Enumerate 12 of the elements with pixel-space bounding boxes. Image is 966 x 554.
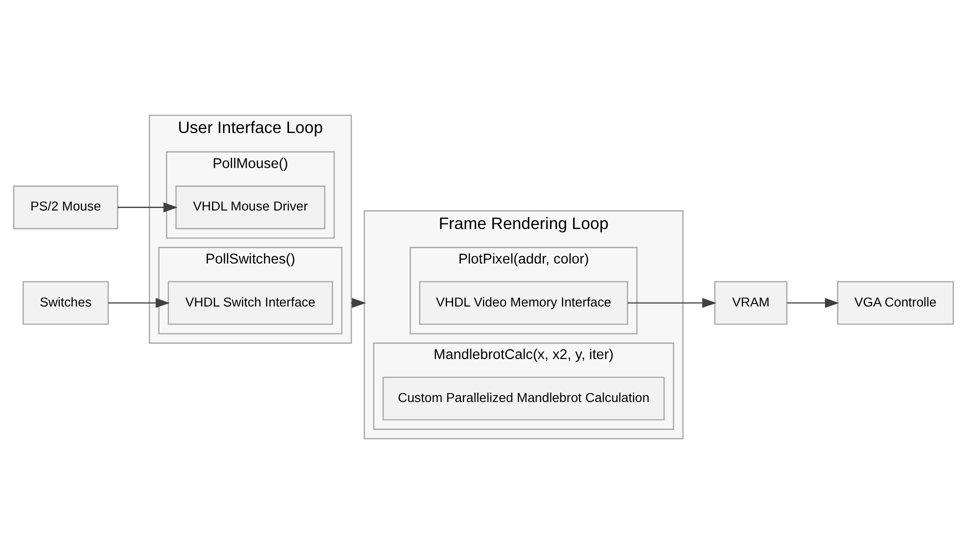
node-box: VHDL Mouse Driver <box>174 186 325 230</box>
node-box: VRAM <box>714 281 787 325</box>
node-box: PS/2 Mouse <box>12 186 118 230</box>
node-box: Custom Parallelized Mandlebrot Calculation <box>382 376 664 420</box>
arrow <box>108 298 170 308</box>
node-box: VGA Controlle <box>836 281 954 325</box>
arrow <box>117 202 178 212</box>
arrow <box>627 298 716 308</box>
node-box: Switches <box>22 281 108 325</box>
node-box: VHDL Switch Interface <box>167 281 332 325</box>
node-box: VHDL Video Memory Interface <box>418 281 628 325</box>
arrow <box>786 298 839 308</box>
